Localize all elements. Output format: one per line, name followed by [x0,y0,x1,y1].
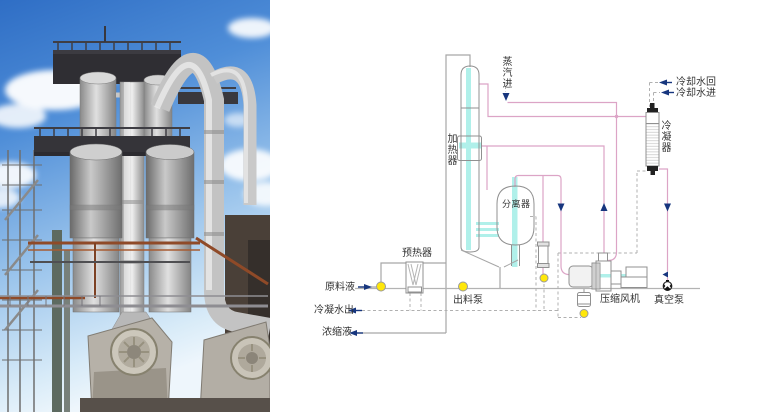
walkway [0,295,268,308]
cooling-return-arrow [659,79,667,86]
label-cooling-water-return: 冷却水回 [676,77,716,88]
label-separator: 分离器 [502,200,531,210]
label-compressor-fan: 压缩风机 [600,294,640,305]
label-steam-in: 蒸汽进 [500,56,511,89]
label-discharge-pump: 出料泵 [453,295,483,306]
label-raw-material-liquid: 原料液 [325,282,355,293]
rust-pipes [0,236,269,300]
concentrate-arrow [349,330,357,336]
condenser-column [645,103,660,175]
discharge-funnel [460,249,519,268]
drain-dashed-lines [362,82,660,318]
gray-column [64,250,70,412]
steam-in-arrow [502,93,510,101]
label-preheater: 预热器 [402,248,432,259]
green-column [52,230,62,412]
pipe-junction-dot [614,114,619,119]
bottom-shadow [80,398,270,412]
condenser-outlet-arrow [664,203,671,212]
label-cooling-water-in: 冷却水进 [676,88,716,99]
separator-vessel [496,185,535,266]
vacuum-inlet-arrow [662,271,668,278]
label-concentrate: 浓缩液 [322,327,352,338]
feed-pump-indicator [376,281,386,292]
flow-arrows [348,79,674,336]
label-condenser: 冷凝器 [659,120,670,153]
pump-indicators [376,273,589,318]
drainpot-pump-indicator [579,309,589,318]
vapor-lines [479,83,669,282]
label-condensate-out: 冷凝水出 [314,305,354,316]
plant-photo [0,0,270,412]
condensate-out-arrow [348,307,356,314]
process-fluid-bands [459,68,645,278]
elbow-pipes [150,53,270,338]
preheater-unit [405,261,424,294]
compressor-discharge-arrow [600,203,608,211]
heater-column [457,65,482,253]
label-vacuum-pump: 真空泵 [654,295,684,306]
raw-liquid-arrow [364,284,372,290]
cooling-in-arrow [661,89,669,96]
compressor-fan-unit [568,252,648,307]
trap-cylinder [537,241,550,268]
trap-pump-indicator [539,273,549,283]
discharge-pump-indicator [458,281,468,292]
right-blower [199,321,270,412]
vacuum-pump-symbol [662,280,673,291]
label-heater: 加热器 [445,133,456,166]
separator-vapor-arrow [557,203,565,212]
